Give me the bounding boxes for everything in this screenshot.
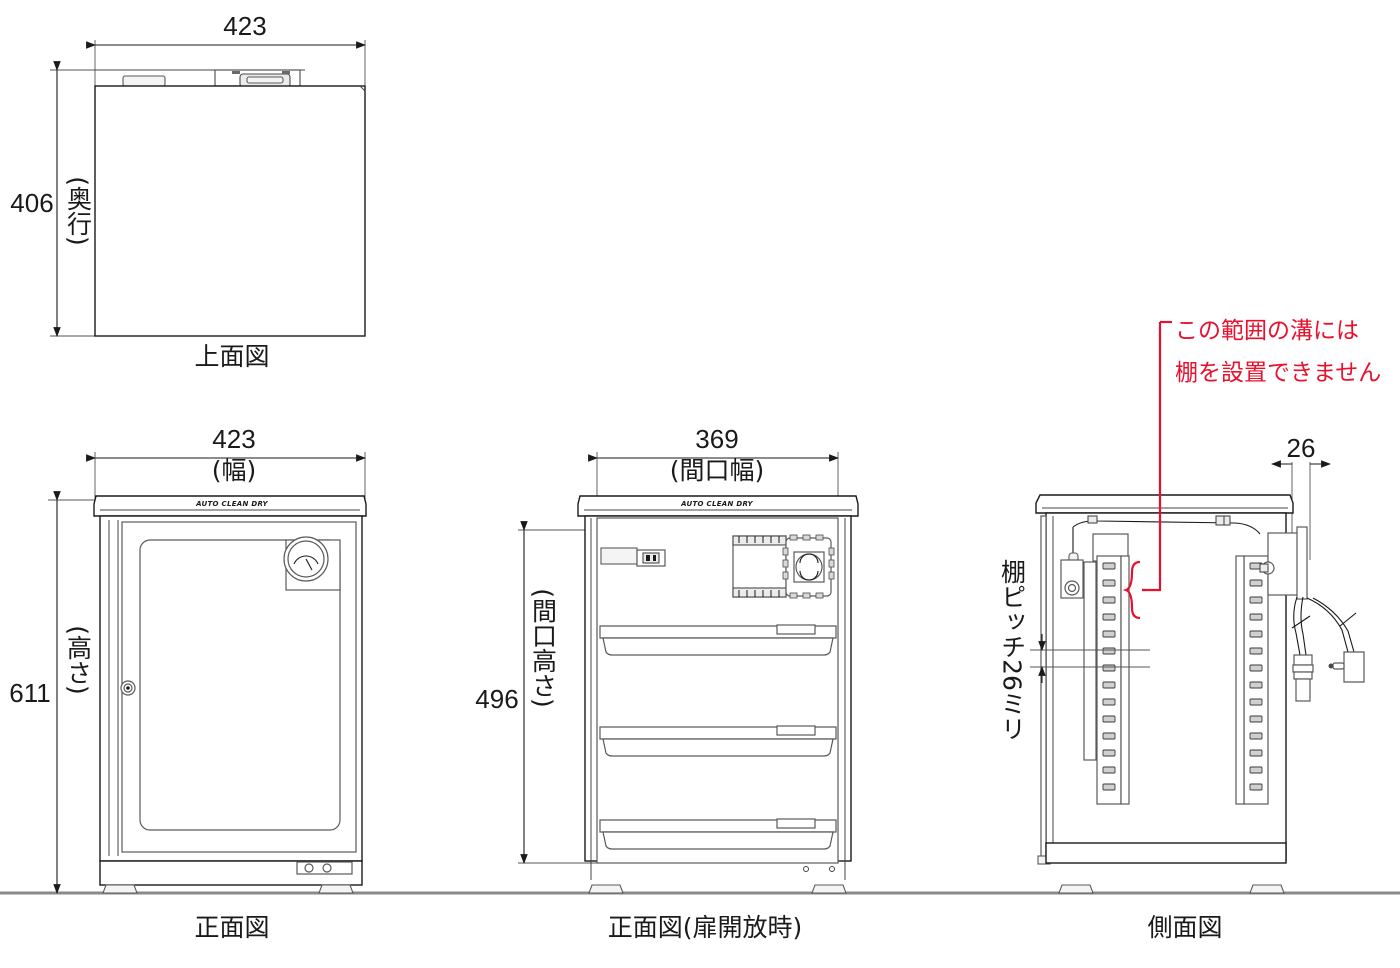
- dim-label-open-width: 369: [695, 424, 738, 454]
- dim-sublabel-front-width: (幅): [212, 456, 257, 485]
- shelf-rail-left: [1096, 555, 1122, 805]
- caption-front-open-view: 正面図(扉開放時): [608, 913, 803, 942]
- view-front: [48, 452, 367, 894]
- shelf-rail-right: [1243, 555, 1269, 805]
- annotation-no-shelf-range: [1122, 320, 1172, 620]
- shelf-1: [599, 624, 837, 656]
- dim-label-shelf-pitch: 棚ピッチ26ミリ: [998, 559, 1027, 741]
- caption-side-view: 側面図: [1147, 913, 1222, 942]
- dim-top-depth: [50, 61, 100, 337]
- annotation-line-1: この範囲の溝には: [1175, 318, 1359, 344]
- brand-logo-front-open: AUTO CLEAN DRY: [680, 500, 753, 508]
- dim-sublabel-open-height: (間口高さ): [529, 588, 558, 708]
- dim-sublabel-front-height: (高さ): [64, 625, 93, 695]
- caption-front-view: 正面図: [194, 913, 269, 942]
- dim-label-front-width: 423: [212, 424, 255, 454]
- dim-top-width: [86, 40, 366, 88]
- annotation-line-2: 棚を設置できません: [1175, 360, 1381, 386]
- view-side: [1030, 320, 1365, 894]
- dim-front-height: [48, 491, 100, 894]
- dim-label-front-height: 611: [9, 678, 50, 708]
- dim-label-open-height: 496: [475, 684, 518, 714]
- dim-sublabel-top-depth: (奥行): [64, 176, 93, 246]
- dim-shelf-pitch: [1030, 634, 1150, 683]
- dim-label-top-width: 423: [223, 11, 266, 41]
- shelf-2: [599, 725, 837, 757]
- shelf-3: [599, 818, 837, 850]
- dim-front-width: [86, 452, 366, 500]
- dim-label-side-26: 26: [1287, 433, 1316, 463]
- caption-top-view: 上面図: [194, 342, 269, 371]
- view-front-open: [518, 452, 859, 894]
- dim-sublabel-open-width: (間口幅): [670, 456, 765, 485]
- view-top: [50, 40, 366, 337]
- dim-label-top-depth: 406: [10, 188, 53, 218]
- dim-open-width: [588, 452, 839, 500]
- brand-logo-front: AUTO CLEAN DRY: [195, 500, 268, 508]
